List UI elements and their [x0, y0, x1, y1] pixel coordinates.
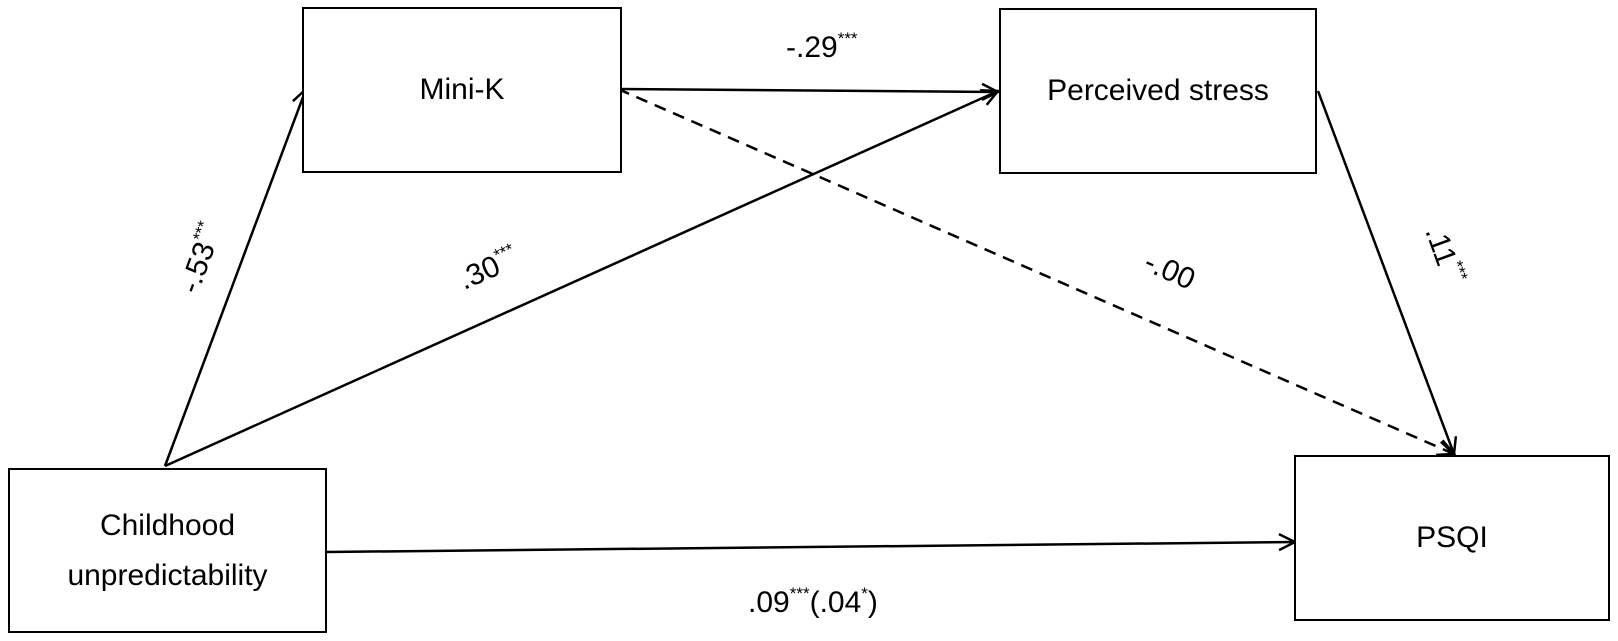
arrow-minik-to-psqi — [617, 87, 1454, 454]
arrow-minik-to-stress — [617, 89, 998, 92]
arrow-stress-to-psqi — [1316, 90, 1454, 454]
coef-close-paren: ) — [867, 586, 878, 619]
node-mini-k-label: Mini-K — [419, 73, 505, 106]
node-mini-k: Mini-K — [302, 7, 622, 173]
arrow-childhood-to-minik — [163, 89, 306, 467]
node-childhood-unpredictability: Childhood unpredictability — [8, 468, 327, 633]
coef-direct-value: (.04 — [809, 586, 862, 619]
arrow-childhood-to-psqi — [326, 542, 1295, 554]
arrow-childhood-to-stress — [164, 91, 998, 468]
coef-value: .09 — [748, 586, 790, 619]
coef-direct-significance: * — [861, 584, 868, 603]
coef-significance: *** — [837, 29, 858, 48]
coef-childhood-to-psqi: .09***(.04*) — [748, 585, 878, 618]
node-childhood-label-line2: unpredictability — [67, 558, 268, 592]
node-perceived-stress: Perceived stress — [999, 8, 1317, 174]
node-psqi-label: PSQI — [1416, 521, 1488, 554]
node-childhood-label-line1: Childhood — [99, 508, 236, 542]
coef-significance: *** — [789, 584, 810, 603]
node-psqi: PSQI — [1294, 455, 1610, 621]
node-perceived-stress-label: Perceived stress — [1047, 74, 1269, 107]
coef-value: -.29 — [786, 31, 838, 64]
coef-minik-to-stress: -.29*** — [786, 30, 858, 63]
